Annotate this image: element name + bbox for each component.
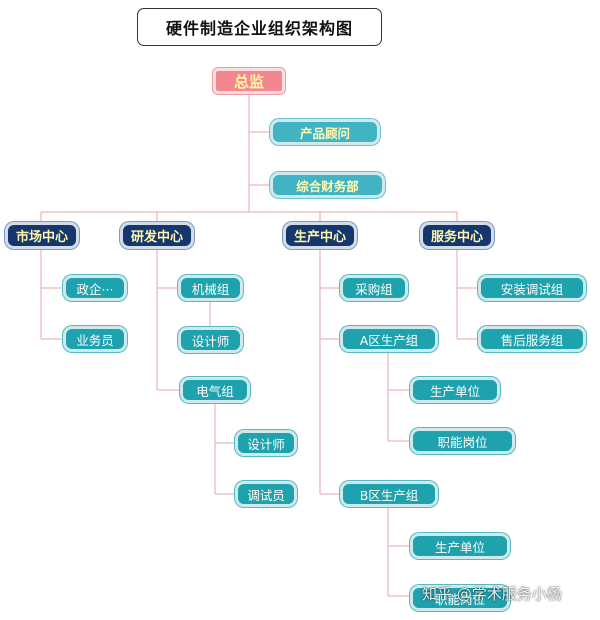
service-center-node[interactable]: 服务中心 <box>420 222 494 249</box>
chart-title: 硬件制造企业组织架构图 <box>137 8 382 46</box>
mechanical-designer-node[interactable]: 设计师 <box>178 327 243 353</box>
zone-b-production-unit-node[interactable]: 生产单位 <box>410 533 510 559</box>
zone-b-group-node[interactable]: B区生产组 <box>340 481 438 507</box>
install-debug-group-node[interactable]: 安装调试组 <box>478 275 586 301</box>
product-advisor-node[interactable]: 产品顾问 <box>270 119 380 145</box>
purchasing-group-node[interactable]: 采购组 <box>340 275 408 301</box>
zone-a-production-unit-node[interactable]: 生产单位 <box>410 377 500 403</box>
finance-dept-node[interactable]: 综合财务部 <box>270 172 385 198</box>
mechanical-group-node[interactable]: 机械组 <box>178 275 243 301</box>
zone-a-functional-post-node[interactable]: 职能岗位 <box>410 428 515 454</box>
zone-b-functional-post-node[interactable]: 职能岗位 <box>410 585 510 611</box>
director-node[interactable]: 总监 <box>213 68 285 94</box>
after-sales-group-node[interactable]: 售后服务组 <box>478 326 586 352</box>
electrical-group-node[interactable]: 电气组 <box>180 377 250 403</box>
salesperson-node[interactable]: 业务员 <box>63 326 127 352</box>
electrical-designer-node[interactable]: 设计师 <box>235 430 297 456</box>
market-center-node[interactable]: 市场中心 <box>5 222 79 249</box>
watermark: 知乎 @学术服务小杨 <box>422 585 562 603</box>
rd-center-node[interactable]: 研发中心 <box>120 222 194 249</box>
production-center-node[interactable]: 生产中心 <box>283 222 357 249</box>
zone-a-group-node[interactable]: A区生产组 <box>340 326 438 352</box>
gov-enterprise-node[interactable]: 政企··· <box>63 275 127 301</box>
debugger-node[interactable]: 调试员 <box>235 481 297 507</box>
